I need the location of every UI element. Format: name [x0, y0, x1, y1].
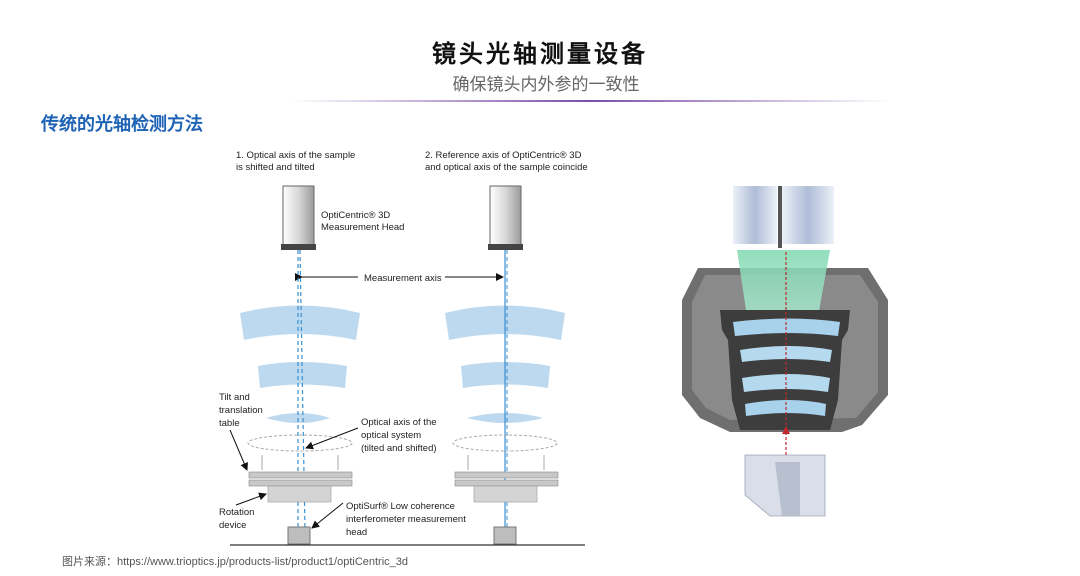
label-tilt-table: Tilt and translation table: [219, 392, 265, 429]
rotation-indicator-left: [247, 434, 353, 452]
tilt-table-left: [248, 455, 353, 503]
optisurf-head-right: [493, 526, 517, 545]
arrow-tilt-table: [229, 429, 248, 471]
measurement-head-left: [281, 185, 316, 250]
label-measurement-head: OptiCentric® 3D Measurement Head: [321, 210, 404, 233]
title-divider: [290, 100, 890, 102]
section-title: 传统的光轴检测方法: [41, 114, 203, 135]
lens-cross-section-illustration: [682, 186, 888, 517]
arrow-optisurf: [311, 502, 344, 529]
label-rotation-device: Rotation device: [219, 507, 257, 531]
image-source-caption: 图片来源：https://www.trioptics.jp/products-l…: [62, 556, 409, 568]
measurement-head-right: [488, 185, 523, 250]
optisurf-head-left: [287, 526, 311, 545]
tilt-table-right: [454, 455, 559, 503]
label-optical-axis: Optical axis of the optical system (tilt…: [361, 417, 439, 454]
lens-stack-left: [240, 305, 360, 423]
arrow-optical-axis: [305, 427, 359, 450]
page-title: 镜头光轴测量设备: [432, 40, 648, 68]
page-subtitle: 确保镜头内外参的一致性: [452, 75, 640, 95]
label-optisurf: OptiSurf® Low coherence interferometer m…: [346, 501, 469, 538]
label-scenario-1: 1. Optical axis of the sample is shifted…: [236, 150, 358, 173]
label-measurement-axis: Measurement axis: [364, 273, 442, 284]
rotation-indicator-right: [452, 434, 558, 452]
label-scenario-2: 2. Reference axis of OptiCentric® 3D and…: [425, 150, 588, 173]
arrow-rotation-device: [235, 492, 267, 506]
